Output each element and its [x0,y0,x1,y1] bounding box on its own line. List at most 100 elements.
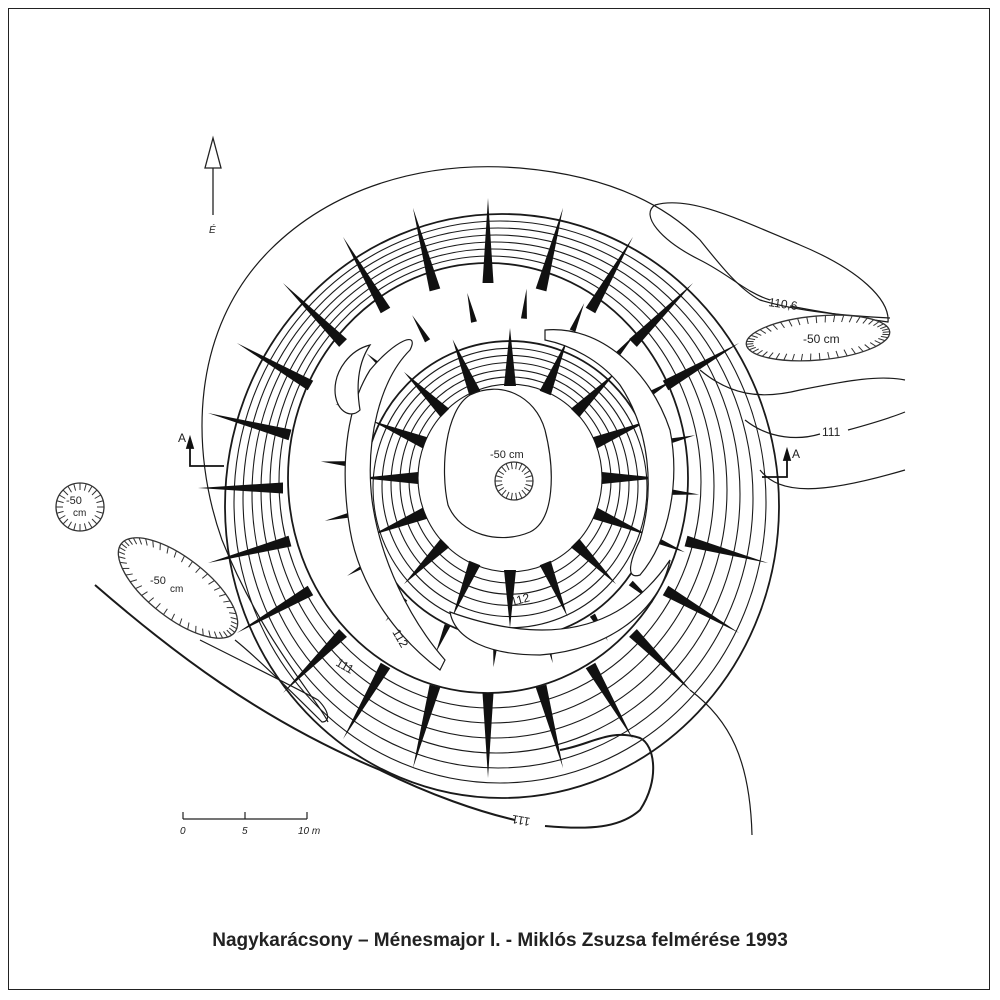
outer-slope-hachure [662,343,740,391]
outer-envelope-contour [201,166,891,723]
scale-label-5: 5 [242,826,248,837]
outer-slope-hachure [535,684,564,769]
inner-slope-hachure [592,420,649,449]
ditch-crescent-south [449,559,671,656]
pit-tick [119,546,126,552]
ditch-hachure [569,303,585,332]
pit-tick [882,331,890,333]
pit-tick [88,485,93,493]
pit-label-west-small-unit: cm [73,508,86,519]
pit-tick [132,537,138,545]
pit-tick [818,352,821,360]
ditch-crescent-northwest [334,344,372,415]
pit-tick [788,319,793,327]
outer-slope-hachure [482,198,494,283]
pit-tick [746,343,754,345]
inner-slope-hachure [602,472,660,484]
pit-tick [62,518,69,525]
pit-tick [780,321,785,329]
pit-tick [851,347,856,355]
pit-tick [201,573,208,579]
pit-tick [83,523,87,531]
pit-label-west-small-value: -50 [66,495,82,507]
section-marker-east [762,446,792,478]
ditch-hachure [520,288,527,319]
pit-tick [218,631,224,639]
outer-slope-hachure [236,343,314,391]
pit-tick [179,618,183,626]
outer-slope-hachure [535,207,564,292]
pit-tick [67,485,72,493]
pit-tick [525,483,533,487]
outer-slope-hachure [585,236,633,314]
ditch-crescent-east [544,329,675,577]
pit-tick [783,353,788,361]
pit-tick [858,346,864,352]
section-label-east: A [792,447,800,461]
pit-tick [747,345,755,348]
outer-slope-hachure [412,684,441,769]
contour-111-east [744,411,906,439]
pit-tick [501,466,507,473]
pit-tick [815,316,818,324]
pit-tick [501,489,507,496]
pit-tick [171,613,176,621]
pit-tick [768,352,774,359]
pit-hachures [56,315,890,639]
pit-tick [208,580,215,585]
outer-slope-hachure [236,585,314,633]
contour-southeast [689,689,753,836]
section-label-west: A [178,431,186,445]
pit-tick [230,617,238,620]
scale-bar [182,812,308,820]
pit-tick [877,323,884,328]
pit-tick [761,351,768,357]
outer-slope-hachure [585,662,633,740]
pit-tick [841,315,845,323]
pit-tick [223,631,229,638]
pit-tick [495,483,503,487]
pit-tick [195,567,201,573]
north-arrow: É [204,135,222,236]
pit-tick [213,586,221,591]
pit-label-center: -50 cm [490,449,524,461]
pit-tick [855,316,861,323]
pit-tick [83,483,87,491]
pit-tick [521,466,527,473]
pit-tick [73,523,77,531]
pit-tick [127,538,133,545]
pit-tick [180,555,185,563]
pit-tick [56,500,64,504]
scale-label-0: 0 [180,826,186,837]
pit-tick [73,483,77,491]
pit-tick [202,628,204,636]
pit-tick [187,622,190,630]
pit-tick [228,627,236,633]
pit-tick [58,515,66,520]
pit-tick [874,340,882,344]
pit-tick [119,561,127,564]
ditch-crescent-west [344,339,446,671]
pit-tick [749,346,756,351]
pit-tick [515,462,518,470]
pit-tick [230,624,237,630]
pit-tick [806,316,809,325]
pit-tick [750,334,758,338]
outer-bank-contour [242,227,754,769]
pit-tick [843,349,848,357]
pit-tick [229,612,237,615]
contour-lines [94,166,906,836]
pit-tick [848,315,853,323]
ditch-hachure [669,488,700,495]
contour-111-south [94,584,655,829]
outer-slope-hachure [343,662,391,740]
pit-tick [873,321,880,327]
pit-tick [148,597,155,603]
ditch-hachure [320,461,351,468]
inner-slope-hachure [539,560,568,617]
pit-tick [163,608,168,615]
pit-tick [91,489,98,496]
outer-slope-hachure [684,535,769,564]
central-plateau-contour [443,388,552,539]
contour-east-upper [699,369,906,396]
